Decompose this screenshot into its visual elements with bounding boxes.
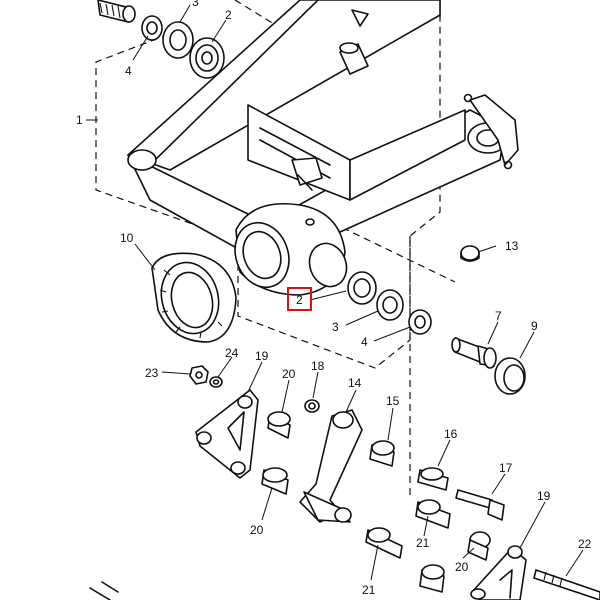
dust-boot-10 bbox=[151, 252, 237, 343]
collar-top-right bbox=[339, 42, 369, 75]
collar-lower-right bbox=[419, 564, 445, 593]
callout-22: 22 bbox=[578, 537, 592, 551]
collar-20-right bbox=[467, 531, 491, 561]
callout-15: 15 bbox=[386, 394, 400, 408]
callout-23: 23 bbox=[145, 366, 159, 380]
collar-18 bbox=[304, 399, 320, 413]
callout-4-top: 4 bbox=[125, 64, 132, 78]
callout-21-center: 21 bbox=[416, 536, 430, 550]
callout-20-upper: 20 bbox=[282, 367, 296, 381]
leader-lines bbox=[86, 4, 584, 581]
callout-2-front: 2 bbox=[296, 293, 303, 307]
collar-20-lower bbox=[261, 467, 289, 495]
callout-13: 13 bbox=[505, 239, 519, 253]
corner-fragment bbox=[89, 581, 119, 601]
callout-10: 10 bbox=[120, 231, 134, 245]
callout-19-right: 19 bbox=[537, 489, 551, 503]
cap-13 bbox=[460, 245, 480, 262]
collar-21-lower bbox=[365, 527, 403, 559]
bearing-2-front bbox=[347, 271, 377, 305]
collar-15 bbox=[369, 440, 395, 467]
collar-20-upper bbox=[267, 411, 291, 439]
relay-arm-19-right bbox=[470, 545, 527, 601]
callout-18: 18 bbox=[311, 359, 325, 373]
bearing-2-top bbox=[189, 37, 225, 79]
callout-7: 7 bbox=[495, 309, 502, 323]
callout-9: 9 bbox=[531, 319, 538, 333]
collar-4-top bbox=[141, 15, 163, 41]
callout-19-left: 19 bbox=[255, 349, 269, 363]
oil-seal-3-top bbox=[162, 21, 194, 59]
callout-24: 24 bbox=[225, 346, 239, 360]
collar-4-front bbox=[408, 309, 432, 335]
collar-16 bbox=[417, 467, 449, 491]
callout-20-lower: 20 bbox=[250, 523, 264, 537]
callout-3-top: 3 bbox=[192, 0, 199, 9]
oil-seal-3-front bbox=[376, 289, 404, 321]
callout-2-top: 2 bbox=[225, 8, 232, 22]
callout-16: 16 bbox=[444, 427, 458, 441]
bolt-top bbox=[97, 0, 136, 23]
swingarm bbox=[127, 0, 519, 296]
washer-24 bbox=[209, 376, 223, 388]
highlight-box bbox=[287, 287, 312, 311]
callout-17: 17 bbox=[499, 461, 513, 475]
collar-21-center bbox=[415, 499, 451, 529]
callout-3-front: 3 bbox=[332, 320, 339, 334]
callout-14: 14 bbox=[348, 376, 362, 390]
nut-23 bbox=[189, 365, 209, 385]
relay-arm-19-left bbox=[195, 389, 259, 479]
callout-4-front: 4 bbox=[361, 335, 368, 349]
bolt-17 bbox=[455, 489, 505, 521]
callout-1: 1 bbox=[76, 113, 83, 127]
callout-21-lower: 21 bbox=[362, 583, 376, 597]
long-bolt-22 bbox=[533, 569, 600, 601]
cap-9 bbox=[494, 357, 526, 395]
callout-20-right: 20 bbox=[455, 560, 469, 574]
callout-labels: 1 4 3 2 10 13 2 3 4 7 9 23 24 19 20 18 1… bbox=[76, 0, 592, 597]
connecting-rod-14 bbox=[299, 409, 363, 523]
pivot-shaft-7 bbox=[451, 337, 497, 369]
